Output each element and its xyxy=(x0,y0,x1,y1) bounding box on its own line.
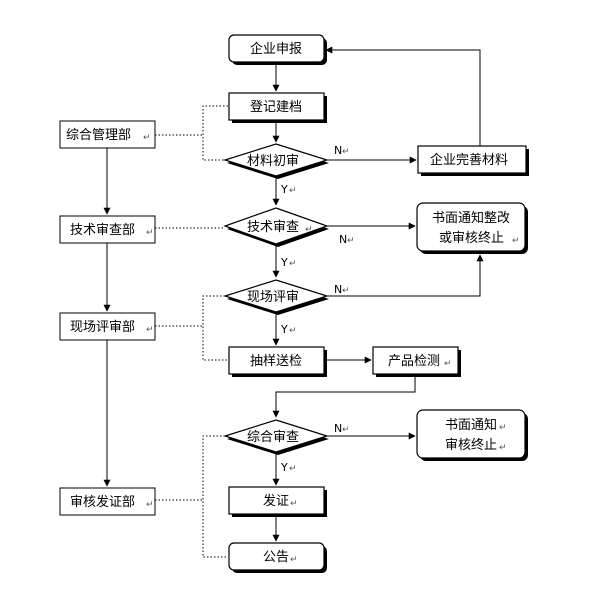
node-sampling-label: 抽样送检 xyxy=(250,354,302,369)
node-certify: 发证 ↵ xyxy=(228,486,327,517)
node-site-review-label: 现场评审 xyxy=(247,290,299,305)
dept-general-mgmt: 综合管理部 ↵ xyxy=(59,120,156,149)
svg-text:↵: ↵ xyxy=(289,326,297,336)
node-notify-stop: 书面通知 ↵ 审核终止 ↵ xyxy=(416,409,528,461)
node-tech-review-label: 技术审查 xyxy=(247,220,299,235)
dept-tech-review: 技术审查部 ↵ xyxy=(59,215,156,244)
edge-site-notify xyxy=(327,254,484,297)
node-overall-review: 综合审查 xyxy=(222,419,330,455)
svg-text:↵: ↵ xyxy=(499,423,507,433)
node-apply-label: 企业申报 xyxy=(250,41,302,57)
dotted-bracket-cert xyxy=(155,435,228,558)
svg-text:↵: ↵ xyxy=(146,500,154,510)
node-notify-stop-line2: 审核终止 xyxy=(445,437,497,453)
svg-text:↵: ↵ xyxy=(289,259,297,269)
node-improve-label: 企业完善材料 xyxy=(430,152,508,168)
node-tech-review: 技术审查 ↵ xyxy=(223,207,329,247)
node-overall-review-label: 综合审查 xyxy=(247,430,299,445)
svg-text:↵: ↵ xyxy=(289,464,297,474)
node-notify-stop-line1: 书面通知 xyxy=(445,417,497,433)
node-initial-review-label: 材料初审 xyxy=(247,154,299,169)
dept-cert: 审核发证部 ↵ xyxy=(59,487,156,516)
svg-text:↵: ↵ xyxy=(146,325,154,335)
edge-label-no-2: N xyxy=(339,233,347,246)
svg-text:↵: ↵ xyxy=(347,236,355,246)
node-register-label: 登记建档 xyxy=(250,100,302,115)
svg-text:↵: ↵ xyxy=(499,443,507,453)
svg-text:↵: ↵ xyxy=(342,147,350,157)
node-announce-label: 公告 xyxy=(263,550,289,565)
edge-test-overall xyxy=(272,374,416,418)
dotted-bracket-site xyxy=(155,295,228,361)
svg-text:↵: ↵ xyxy=(512,236,520,246)
edge-label-yes-3: Y xyxy=(280,323,288,336)
node-notify-rectify: 书面通知整改 或审核终止 ↵ xyxy=(416,202,528,254)
svg-text:↵: ↵ xyxy=(289,186,297,196)
node-product-test: 产品检测 ↵ xyxy=(372,346,461,377)
node-register: 登记建档 xyxy=(228,92,327,123)
node-notify-rectify-line1: 书面通知整改 xyxy=(432,210,510,226)
edge-label-no-1: N xyxy=(334,144,342,157)
svg-text:↵: ↵ xyxy=(146,228,154,238)
edge-label-no-3: N xyxy=(334,283,342,296)
edge-label-yes-2: Y xyxy=(280,256,288,269)
svg-text:↵: ↵ xyxy=(290,499,298,509)
svg-text:↵: ↵ xyxy=(342,286,350,296)
node-apply: 企业申报 xyxy=(228,34,327,65)
edge-label-no-4: N xyxy=(334,422,342,435)
svg-text:↵: ↵ xyxy=(444,359,452,369)
node-improve: 企业完善材料 xyxy=(417,145,529,176)
node-sampling: 抽样送检 xyxy=(228,346,327,377)
edge-label-yes-1: Y xyxy=(280,183,288,196)
edge-label-yes-4: Y xyxy=(280,461,288,474)
dept-site-review-label: 现场评审部 xyxy=(70,320,135,335)
svg-text:↵: ↵ xyxy=(342,425,350,435)
node-notify-rectify-line2: 或审核终止 xyxy=(439,230,504,246)
node-certify-label: 发证 xyxy=(263,493,289,509)
node-site-review: 现场评审 xyxy=(222,279,330,315)
dept-general-mgmt-label: 综合管理部 xyxy=(66,128,131,143)
dotted-bracket-general xyxy=(155,105,228,161)
svg-text:↵: ↵ xyxy=(290,555,298,565)
svg-text:↵: ↵ xyxy=(143,133,151,143)
node-announce: 公告 ↵ xyxy=(228,542,327,573)
dept-tech-review-label: 技术审查部 xyxy=(70,223,135,238)
node-product-test-label: 产品检测 xyxy=(388,354,440,369)
svg-text:↵: ↵ xyxy=(305,225,313,235)
dept-site-review: 现场评审部 ↵ xyxy=(59,312,156,341)
dept-cert-label: 审核发证部 xyxy=(70,494,135,510)
edge-improve-apply xyxy=(325,46,481,146)
node-initial-review: 材料初审 xyxy=(222,143,330,179)
